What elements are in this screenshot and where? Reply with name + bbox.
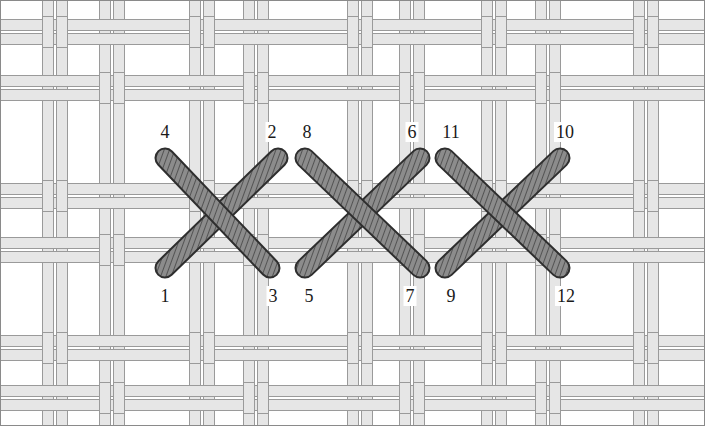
warp-crossing xyxy=(414,73,425,104)
warp-crossing xyxy=(244,383,255,414)
warp-crossing xyxy=(244,73,255,104)
callout-number: 1 xyxy=(159,286,172,306)
callout-number: 10 xyxy=(554,122,576,142)
warp-thread xyxy=(634,0,645,426)
callout-number: 4 xyxy=(159,122,172,142)
warp-thread xyxy=(536,0,547,426)
warp-crossing xyxy=(43,333,54,364)
stitch-outline xyxy=(165,158,278,268)
warp-crossing xyxy=(550,73,561,104)
warp-crossing xyxy=(648,181,659,212)
warp-crossing xyxy=(362,333,373,364)
warp-crossing xyxy=(634,333,645,364)
warp-thread xyxy=(258,0,269,426)
warp-crossing xyxy=(414,383,425,414)
callout-number: 6 xyxy=(406,122,419,142)
callout-number: 3 xyxy=(267,286,280,306)
warp-thread xyxy=(648,0,659,426)
callout-number: 11 xyxy=(440,122,461,142)
cross-stitches xyxy=(165,158,560,268)
stitch-outline xyxy=(165,158,270,268)
warp-thread xyxy=(114,0,125,426)
warp-crossing xyxy=(190,17,201,48)
warp-crossing xyxy=(482,333,493,364)
warp-thread xyxy=(190,0,201,426)
warp-crossing xyxy=(496,333,507,364)
stitch-thread xyxy=(445,158,560,268)
warp-crossing xyxy=(57,181,68,212)
warp-crossing xyxy=(634,181,645,212)
warp-crossing xyxy=(648,333,659,364)
warp-crossing xyxy=(57,333,68,364)
warp-crossing xyxy=(348,17,359,48)
warp-crossing xyxy=(634,17,645,48)
warp-crossing xyxy=(482,17,493,48)
stitch-thread xyxy=(165,158,278,268)
callout-number: 8 xyxy=(301,122,314,142)
warp-crossing xyxy=(114,235,125,266)
warp-crossing xyxy=(100,235,111,266)
callout-number: 7 xyxy=(404,286,417,306)
warp-crossing xyxy=(536,73,547,104)
warp-crossing xyxy=(400,73,411,104)
warp-crossing xyxy=(57,17,68,48)
stitch-thread xyxy=(305,158,420,268)
warp-crossing xyxy=(114,383,125,414)
warp-crossing xyxy=(258,73,269,104)
warp-crossing xyxy=(100,383,111,414)
warp-crossing xyxy=(204,17,215,48)
warp-thread xyxy=(550,0,561,426)
callout-number: 12 xyxy=(555,286,577,306)
stitch-outline xyxy=(445,158,560,268)
warp-thread xyxy=(57,0,68,426)
stitch-thread xyxy=(445,158,560,268)
warp-crossing xyxy=(204,333,215,364)
warp-crossing xyxy=(190,333,201,364)
warp-crossing xyxy=(648,17,659,48)
callout-number: 5 xyxy=(303,286,316,306)
warp-crossing xyxy=(400,383,411,414)
warp-crossing xyxy=(43,17,54,48)
warp-crossing xyxy=(550,383,561,414)
stitch-outline xyxy=(445,158,560,268)
stitch-thread xyxy=(165,158,270,268)
warp-crossing xyxy=(114,73,125,104)
warp-crossing xyxy=(258,383,269,414)
stitch-outline xyxy=(305,158,420,268)
callout-number: 9 xyxy=(445,286,458,306)
callout-number: 2 xyxy=(266,122,279,142)
warp-thread xyxy=(244,0,255,426)
warp-crossing xyxy=(348,333,359,364)
warp-thread xyxy=(400,0,411,426)
stitch-outline xyxy=(305,158,420,268)
warp-crossing xyxy=(362,17,373,48)
warp-crossing xyxy=(496,17,507,48)
warp-crossing xyxy=(100,73,111,104)
warp-crossing xyxy=(536,383,547,414)
warp-thread xyxy=(414,0,425,426)
warp-crossing xyxy=(43,181,54,212)
warp-thread xyxy=(43,0,54,426)
stitch-thread xyxy=(305,158,420,268)
warp-thread xyxy=(100,0,111,426)
